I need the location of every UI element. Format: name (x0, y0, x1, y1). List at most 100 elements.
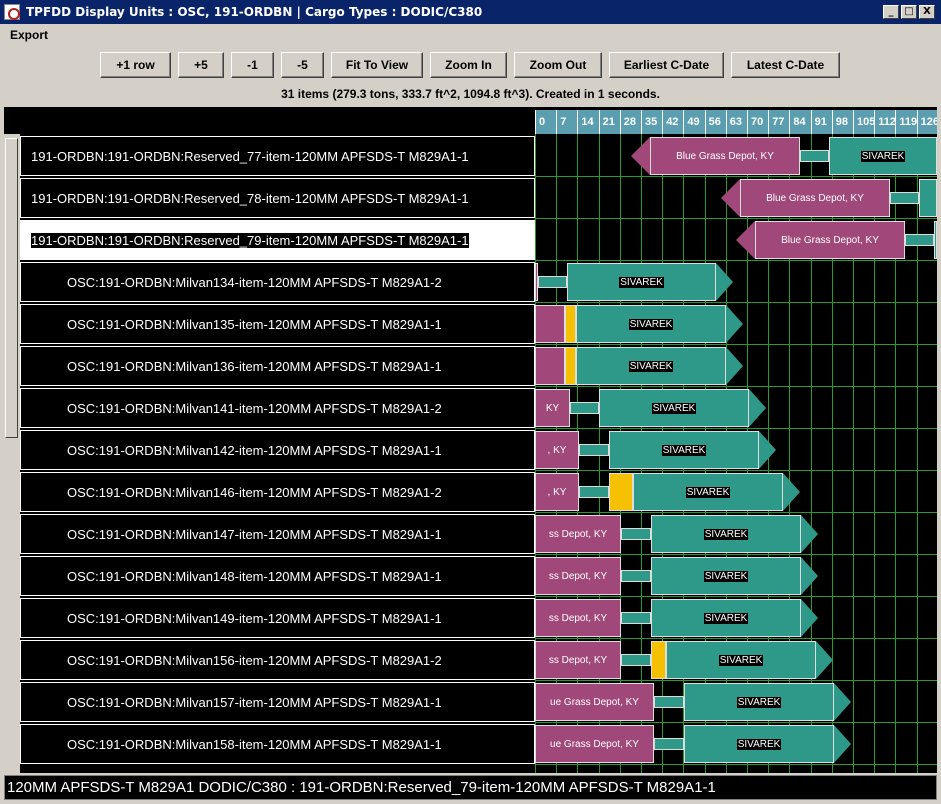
row-label[interactable]: OSC:191-ORDBN:Milvan148-item-120MM APFSD… (20, 556, 535, 596)
origin-leg-label: ue Grass Depot, KY (550, 696, 639, 708)
transit-link-bar[interactable] (621, 570, 651, 582)
origin-leg-bar[interactable]: Blue Grass Depot, KY (650, 137, 800, 175)
row-label[interactable]: OSC:191-ORDBN:Milvan135-item-120MM APFSD… (20, 304, 535, 344)
transit-link-bar[interactable] (654, 696, 684, 708)
destination-leg-bar[interactable]: SIVAREK (576, 305, 726, 343)
row-label[interactable]: 191-ORDBN:191-ORDBN:Reserved_78-item-120… (20, 178, 535, 218)
axis-tick: 105 (853, 110, 875, 134)
destination-leg-bar[interactable]: SIVAREK (651, 557, 801, 595)
origin-leg-tip (736, 221, 755, 259)
origin-leg-bar[interactable]: ue Grass Depot, KY (535, 683, 654, 721)
transit-link-bar[interactable] (800, 150, 829, 162)
transit-link-bar[interactable] (579, 486, 609, 498)
destination-leg-bar[interactable]: SIVAREK (567, 263, 716, 301)
title-bar: TPFDD Display Units : OSC, 191-ORDBN | C… (0, 0, 941, 24)
row-separator (535, 764, 937, 765)
scrollbar-thumb[interactable] (5, 138, 18, 438)
axis-tick: 21 (598, 110, 620, 134)
destination-leg-bar[interactable]: SIVAREK (666, 641, 816, 679)
destination-leg-bar[interactable]: SIVAREK (829, 137, 937, 175)
axis-tick: 126 (916, 110, 937, 134)
row-label[interactable]: 191-ORDBN:191-ORDBN:Reserved_79-item-120… (20, 220, 535, 260)
origin-leg-bar[interactable] (535, 305, 565, 343)
row-label-text: 191-ORDBN:191-ORDBN:Reserved_79-item-120… (31, 232, 469, 248)
destination-leg-bar[interactable]: SIVAREK (651, 599, 801, 637)
destination-leg-bar[interactable] (919, 179, 937, 217)
destination-leg-bar[interactable]: SIVAREK (633, 473, 783, 511)
origin-leg-bar[interactable]: ue Grass Depot, KY (535, 725, 654, 763)
row-label[interactable]: OSC:191-ORDBN:Milvan157-item-120MM APFSD… (20, 682, 535, 722)
wait-leg-bar[interactable] (651, 641, 666, 679)
maximize-button[interactable]: □ (901, 5, 917, 19)
transit-link-bar[interactable] (538, 276, 567, 288)
destination-leg-tip (834, 725, 851, 763)
row-label[interactable]: OSC:191-ORDBN:Milvan147-item-120MM APFSD… (20, 514, 535, 554)
destination-leg-tip (749, 389, 766, 427)
row-label-text: OSC:191-ORDBN:Milvan147-item-120MM APFSD… (67, 526, 442, 542)
destination-leg-tip (834, 683, 851, 721)
row-label[interactable]: OSC:191-ORDBN:Milvan141-item-120MM APFSD… (20, 388, 535, 428)
origin-leg-bar[interactable]: ss Depot, KY (535, 515, 621, 553)
destination-leg-bar[interactable]: SIVAREK (609, 431, 759, 469)
fit-to-view-button[interactable]: Fit To View (331, 52, 423, 78)
latest-c-date-button[interactable]: Latest C-Date (731, 52, 840, 78)
row-label[interactable]: OSC:191-ORDBN:Milvan156-item-120MM APFSD… (20, 640, 535, 680)
origin-leg-bar[interactable]: Blue Grass Depot, KY (755, 221, 905, 259)
minimize-button[interactable]: _ (883, 5, 899, 19)
destination-leg-label: SIVAREK (661, 444, 707, 456)
earliest-c-date-button[interactable]: Earliest C-Date (609, 52, 724, 78)
wait-leg-bar[interactable] (565, 305, 576, 343)
origin-leg-bar[interactable] (535, 347, 565, 385)
menu-export[interactable]: Export (10, 28, 49, 42)
row-label-text: 191-ORDBN:191-ORDBN:Reserved_77-item-120… (31, 148, 469, 164)
wait-leg-bar[interactable] (565, 347, 576, 385)
transit-link-bar[interactable] (621, 528, 651, 540)
row-separator (535, 680, 937, 681)
destination-leg-bar[interactable]: SIVAREK (576, 347, 726, 385)
row-label[interactable]: 191-ORDBN:191-ORDBN:Reserved_77-item-120… (20, 136, 535, 176)
destination-leg-bar[interactable]: SIVAREK (684, 725, 834, 763)
transit-link-bar[interactable] (905, 234, 934, 246)
row-label[interactable]: OSC:191-ORDBN:Milvan149-item-120MM APFSD… (20, 598, 535, 638)
zoom-in-button[interactable]: Zoom In (430, 52, 507, 78)
destination-leg-bar[interactable]: SIVAREK (599, 389, 749, 427)
transit-link-bar[interactable] (654, 738, 684, 750)
add-one-row-button[interactable]: +1 row (100, 52, 171, 78)
transit-link-bar[interactable] (570, 402, 599, 414)
destination-leg-bar[interactable]: SIVAREK (684, 683, 834, 721)
zoom-out-button[interactable]: Zoom Out (514, 52, 602, 78)
destination-leg-bar[interactable]: SIVAREK (651, 515, 801, 553)
vertical-scrollbar[interactable] (4, 134, 20, 773)
row-label-text: OSC:191-ORDBN:Milvan158-item-120MM APFSD… (67, 736, 442, 752)
wait-leg-bar[interactable] (609, 473, 633, 511)
add-five-rows-button[interactable]: +5 (178, 52, 224, 78)
remove-one-row-button[interactable]: -1 (231, 52, 274, 78)
destination-leg-bar[interactable] (934, 221, 937, 259)
transit-link-bar[interactable] (579, 444, 609, 456)
row-label[interactable]: OSC:191-ORDBN:Milvan136-item-120MM APFSD… (20, 346, 535, 386)
origin-leg-label: ss Depot, KY (548, 528, 608, 540)
origin-leg-bar[interactable]: , KY (535, 431, 579, 469)
transit-link-bar[interactable] (621, 612, 651, 624)
origin-leg-bar[interactable]: , KY (535, 473, 579, 511)
origin-leg-bar[interactable]: ss Depot, KY (535, 641, 621, 679)
origin-leg-bar[interactable]: ss Depot, KY (535, 599, 621, 637)
close-button[interactable]: X (919, 5, 935, 19)
row-label[interactable]: OSC:191-ORDBN:Milvan158-item-120MM APFSD… (20, 724, 535, 764)
row-label[interactable]: OSC:191-ORDBN:Milvan146-item-120MM APFSD… (20, 472, 535, 512)
origin-leg-bar[interactable]: KY (535, 389, 570, 427)
destination-leg-label: SIVAREK (628, 318, 674, 330)
row-label[interactable]: OSC:191-ORDBN:Milvan134-item-120MM APFSD… (20, 262, 535, 302)
transit-link-bar[interactable] (890, 192, 919, 204)
origin-leg-bar[interactable] (535, 263, 538, 301)
axis-tick: 119 (895, 110, 917, 134)
origin-leg-bar[interactable]: ss Depot, KY (535, 557, 621, 595)
transit-link-bar[interactable] (621, 654, 651, 666)
axis-tick: 84 (789, 110, 810, 134)
origin-leg-label: ss Depot, KY (548, 612, 608, 624)
row-label[interactable]: OSC:191-ORDBN:Milvan142-item-120MM APFSD… (20, 430, 535, 470)
remove-five-rows-button[interactable]: -5 (281, 52, 324, 78)
origin-leg-bar[interactable]: Blue Grass Depot, KY (740, 179, 890, 217)
